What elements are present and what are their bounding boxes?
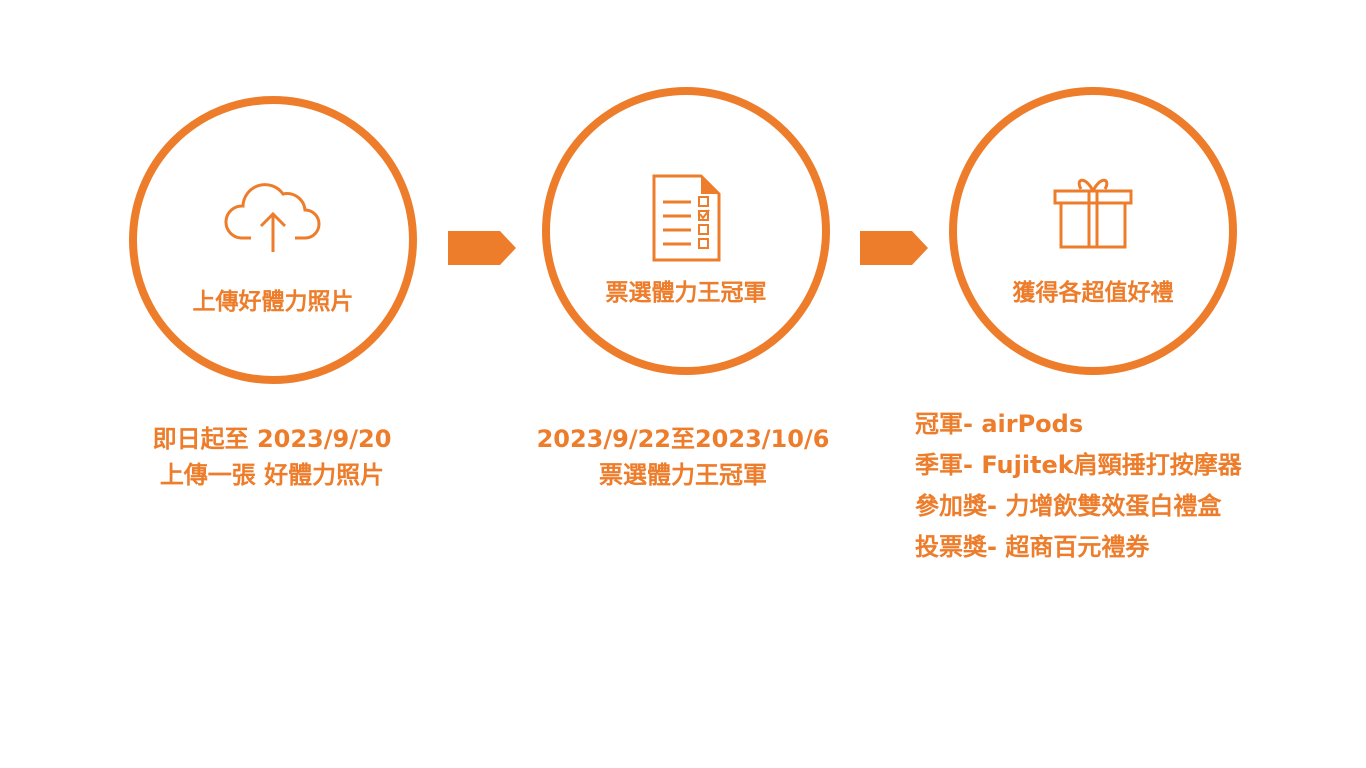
desc-line: 票選體力王冠軍 xyxy=(599,461,767,489)
step-1-description: 即日起至 2023/9/20 上傳一張 好體力照片 xyxy=(112,421,432,493)
gift-icon xyxy=(1053,178,1133,249)
cloud-upload-icon xyxy=(224,183,321,252)
desc-line: 即日起至 2023/9/20 xyxy=(152,425,392,453)
step-2-circle: 票選體力王冠軍 xyxy=(542,87,830,375)
checklist-icon xyxy=(652,174,721,262)
step-3-title: 獲得各超值好禮 xyxy=(1012,280,1174,306)
arrow-right-icon xyxy=(448,231,516,265)
desc-line: 2023/9/22至2023/10/6 xyxy=(536,425,830,453)
step-1-title: 上傳好體力照片 xyxy=(192,289,354,315)
step-1-circle: 上傳好體力照片 xyxy=(129,96,417,384)
arrow-right-icon xyxy=(860,231,928,265)
prize-list: 冠軍- airPods 季軍- Fujitek肩頸捶打按摩器 參加獎- 力增飲雙… xyxy=(915,404,1242,568)
step-2-title: 票選體力王冠軍 xyxy=(605,280,767,306)
prize-item: 參加獎- 力增飲雙效蛋白禮盒 xyxy=(915,492,1222,520)
desc-line: 上傳一張 好體力照片 xyxy=(159,461,385,489)
step-3-circle: 獲得各超值好禮 xyxy=(949,87,1237,375)
prize-item: 冠軍- airPods xyxy=(915,410,1084,438)
step-2-description: 2023/9/22至2023/10/6 票選體力王冠軍 xyxy=(510,421,856,493)
prize-item: 季軍- Fujitek肩頸捶打按摩器 xyxy=(915,451,1242,479)
prize-item: 投票獎- 超商百元禮券 xyxy=(915,533,1150,561)
